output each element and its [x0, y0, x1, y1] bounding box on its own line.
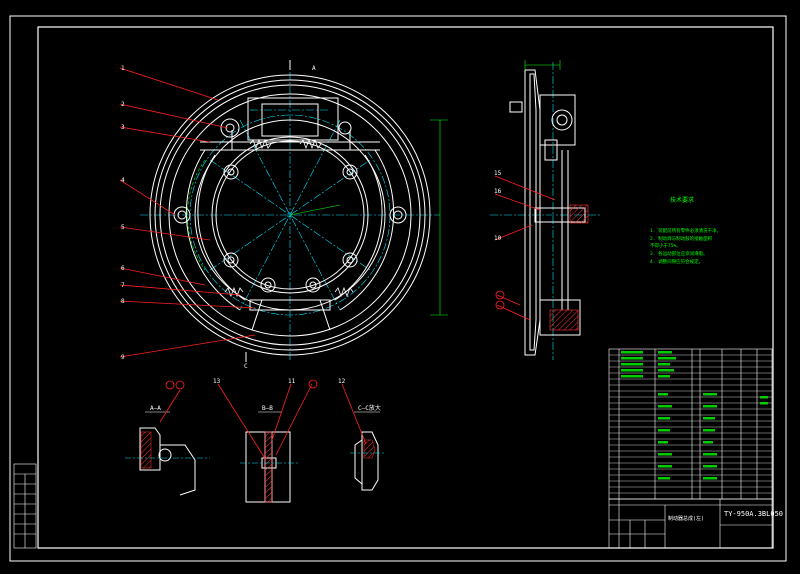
drawing-frame — [9, 15, 787, 562]
callout-16: 16 — [494, 188, 502, 195]
front-callouts: 1 2 3 4 5 6 7 8 9 — [121, 65, 125, 361]
tech-item-2: 2. 制动蹄与制动鼓的接触面积 — [650, 235, 713, 242]
title-drawing-number: TY-950A.3BL050 — [724, 510, 783, 518]
svg-text:4: 4 — [121, 177, 125, 184]
front-view: A C — [140, 60, 448, 370]
front-leaders — [119, 67, 256, 358]
svg-text:2: 2 — [121, 101, 125, 108]
section-bb: B—B 13 11 — [213, 378, 318, 503]
section-aa: A—A — [125, 380, 210, 496]
title-block — [608, 498, 773, 549]
tech-item-4: 3. 各运动部位应涂润滑脂。 — [650, 250, 708, 257]
section-cc: C—C放大 12 — [338, 378, 385, 491]
tech-requirements: 技术要求 1. 装配前所有零件必须清洗干净。 2. 制动蹄与制动鼓的接触面积 不… — [650, 196, 721, 265]
section-mark-c: C — [244, 363, 248, 370]
svg-text:1: 1 — [121, 65, 125, 72]
svg-text:13: 13 — [213, 378, 221, 385]
svg-text:C—C放大: C—C放大 — [358, 404, 381, 412]
tech-item-1: 1. 装配前所有零件必须清洗干净。 — [650, 227, 721, 234]
parts-list-rows — [609, 354, 772, 494]
svg-text:3: 3 — [121, 124, 125, 131]
svg-text:5: 5 — [121, 224, 125, 231]
svg-text:8: 8 — [121, 298, 125, 305]
svg-text:B—B: B—B — [262, 405, 273, 412]
callout-15: 15 — [494, 170, 502, 177]
svg-text:A—A: A—A — [150, 405, 161, 412]
side-view: 15 16 10 — [490, 60, 600, 360]
title-part-name: 制动器总成(左) — [668, 515, 704, 522]
svg-text:6: 6 — [121, 265, 125, 272]
svg-text:7: 7 — [121, 282, 125, 289]
svg-text:9: 9 — [121, 354, 125, 361]
revision-table — [13, 463, 37, 549]
svg-text:12: 12 — [338, 378, 346, 385]
tech-item-3: 不得小于75%。 — [650, 242, 681, 249]
section-mark-a: A — [312, 65, 316, 72]
tech-item-5: 4. 调整间隙应符合规定。 — [650, 258, 703, 265]
callout-10: 10 — [494, 235, 502, 242]
svg-text:11: 11 — [288, 378, 296, 385]
tech-title: 技术要求 — [670, 196, 694, 204]
parts-list-entries — [621, 351, 768, 480]
